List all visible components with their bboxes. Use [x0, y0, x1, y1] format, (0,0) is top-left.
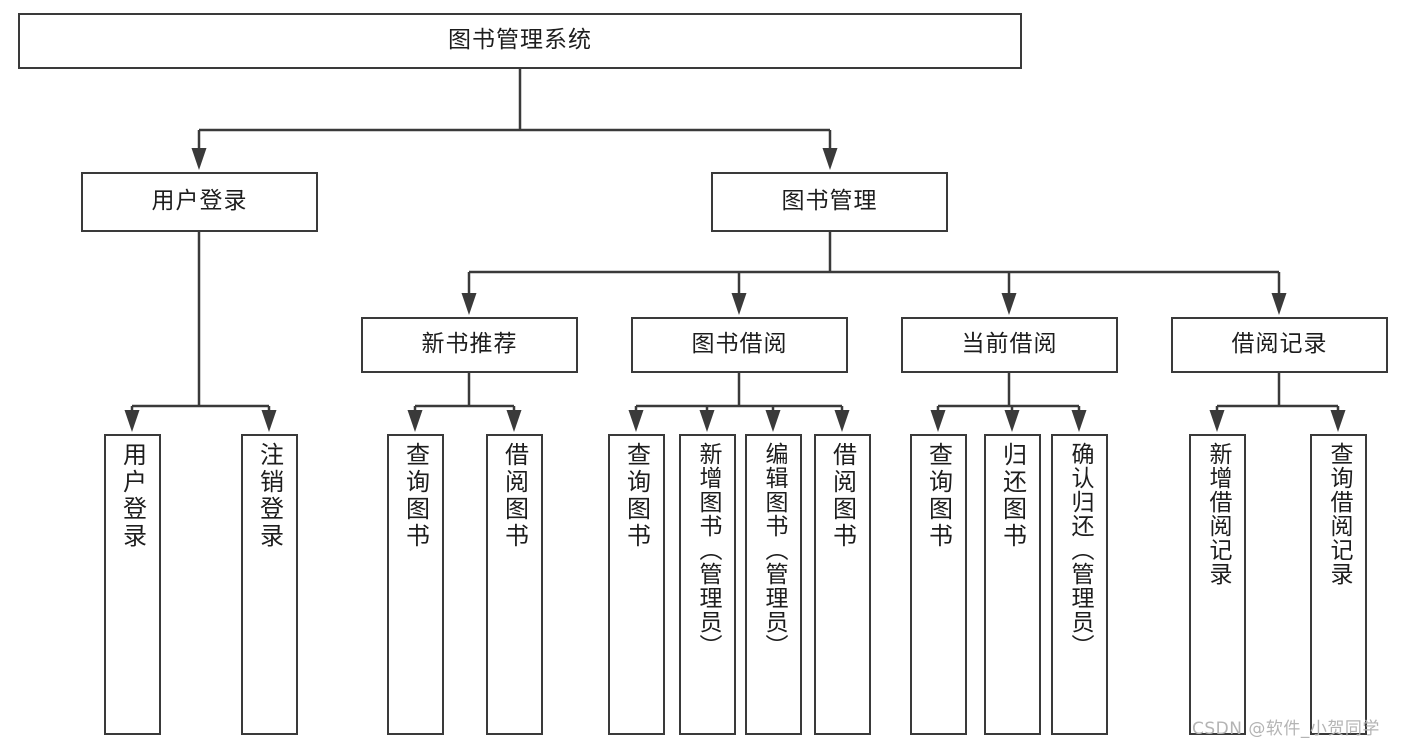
node-leaf-query-book-1[interactable]: 查询图书 [387, 434, 444, 735]
node-leaf-query-book-2[interactable]: 查询图书 [608, 434, 665, 735]
conn-br-to-leaf2-arrowhead [1330, 410, 1346, 432]
connector-group [124, 69, 1346, 432]
watermark-text: CSDN @软件_小贺同学 [1192, 719, 1380, 739]
conn-ul-to-leaf2-arrowhead [261, 410, 277, 432]
conn-ul-to-leaf1-arrowhead [124, 410, 140, 432]
node-label-leaf-add-book-admin: 新增图书（管理员） [695, 442, 721, 658]
conn-root-to-book-management-arrowhead [822, 148, 838, 170]
node-user-login[interactable]: 用户登录 [81, 172, 318, 232]
node-current-borrow[interactable]: 当前借阅 [901, 317, 1118, 373]
node-leaf-add-borrow-record[interactable]: 新增借阅记录 [1189, 434, 1246, 735]
conn-nr-to-leaf2-arrowhead [506, 410, 522, 432]
node-label-book-management: 图书管理 [781, 188, 878, 215]
node-leaf-query-book-3[interactable]: 查询图书 [910, 434, 967, 735]
node-label-book-borrow: 图书借阅 [691, 331, 788, 358]
node-label-leaf-confirm-return-admin: 确认归还（管理员） [1067, 442, 1093, 658]
conn-br-to-leaf1-arrowhead [1209, 410, 1225, 432]
node-book-borrow[interactable]: 图书借阅 [631, 317, 848, 373]
node-label-leaf-return-book: 归还图书 [998, 442, 1027, 550]
node-label-leaf-query-book-3: 查询图书 [924, 442, 953, 550]
node-label-leaf-add-borrow-record: 新增借阅记录 [1205, 442, 1231, 586]
node-label-leaf-query-book-2: 查询图书 [622, 442, 651, 550]
node-book-management[interactable]: 图书管理 [711, 172, 948, 232]
node-leaf-return-book[interactable]: 归还图书 [984, 434, 1041, 735]
node-root[interactable]: 图书管理系统 [18, 13, 1022, 69]
node-label-leaf-edit-book-admin: 编辑图书（管理员） [761, 442, 787, 658]
node-label-leaf-borrow-book-1: 借阅图书 [500, 442, 529, 550]
node-new-book-recommend[interactable]: 新书推荐 [361, 317, 578, 373]
node-label-leaf-user-login: 用户登录 [118, 442, 147, 550]
conn-root-to-user-login-arrowhead [191, 148, 207, 170]
conn-cb-to-leaf2-arrowhead [1004, 410, 1020, 432]
node-label-leaf-query-borrow-record: 查询借阅记录 [1326, 442, 1352, 586]
node-label-new-book-recommend: 新书推荐 [421, 331, 518, 358]
conn-bb-to-leaf4-arrowhead [834, 410, 850, 432]
conn-bm-to-borrow-arrowhead [731, 293, 747, 315]
node-leaf-confirm-return-admin[interactable]: 确认归还（管理员） [1051, 434, 1108, 735]
conn-bb-to-leaf2-arrowhead [699, 410, 715, 432]
conn-cb-to-leaf1-arrowhead [930, 410, 946, 432]
node-leaf-borrow-book-1[interactable]: 借阅图书 [486, 434, 543, 735]
conn-bm-to-recommend-arrowhead [461, 293, 477, 315]
node-leaf-borrow-book-2[interactable]: 借阅图书 [814, 434, 871, 735]
node-leaf-user-login[interactable]: 用户登录 [104, 434, 161, 735]
conn-bm-to-record-arrowhead [1271, 293, 1287, 315]
node-label-leaf-borrow-book-2: 借阅图书 [828, 442, 857, 550]
conn-bm-to-current-arrowhead [1001, 293, 1017, 315]
node-leaf-edit-book-admin[interactable]: 编辑图书（管理员） [745, 434, 802, 735]
node-label-current-borrow: 当前借阅 [961, 331, 1058, 358]
conn-bb-to-leaf3-arrowhead [765, 410, 781, 432]
node-label-borrow-record: 借阅记录 [1231, 331, 1328, 358]
node-label-root: 图书管理系统 [448, 27, 592, 54]
conn-cb-to-leaf3-arrowhead [1071, 410, 1087, 432]
node-leaf-query-borrow-record[interactable]: 查询借阅记录 [1310, 434, 1367, 735]
conn-bb-to-leaf1-arrowhead [628, 410, 644, 432]
node-leaf-logout[interactable]: 注销登录 [241, 434, 298, 735]
node-label-leaf-query-book-1: 查询图书 [401, 442, 430, 550]
node-label-user-login: 用户登录 [151, 188, 248, 215]
conn-nr-to-leaf1-arrowhead [407, 410, 423, 432]
node-label-leaf-logout: 注销登录 [255, 442, 284, 550]
node-borrow-record[interactable]: 借阅记录 [1171, 317, 1388, 373]
node-leaf-add-book-admin[interactable]: 新增图书（管理员） [679, 434, 736, 735]
